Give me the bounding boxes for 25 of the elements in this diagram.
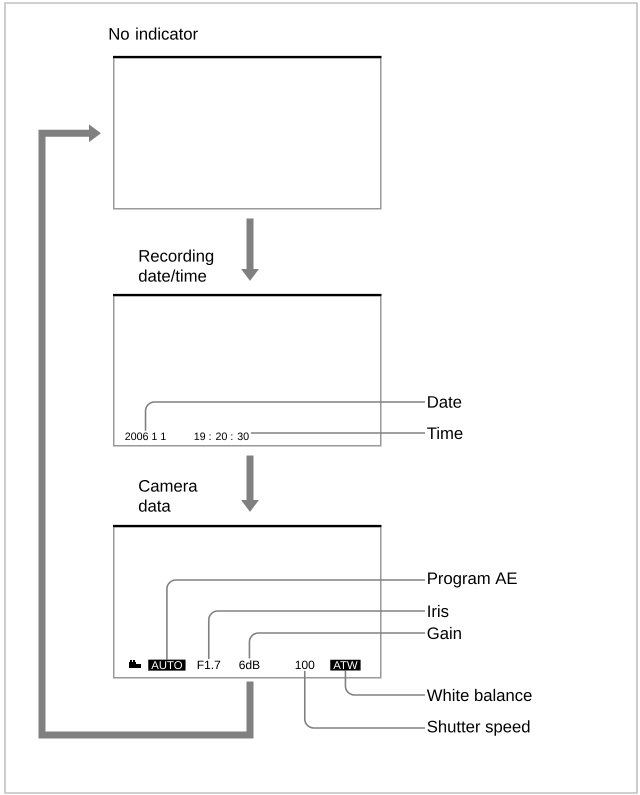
leader-line [344,670,425,696]
display-readout: F1.7 [198,660,220,669]
callout-label: Iris [428,604,448,618]
flow-arrow [38,124,254,738]
screen-heading: No indicator [110,27,198,40]
display-readout: 19 : 20 : 30 [194,432,249,440]
readout-badge: ATW [330,660,361,670]
screen-heading: Camera data [138,480,198,512]
callout-label: White balance [426,688,532,702]
callout-label: Shutter speed [428,720,530,736]
callout-label: Program AE [428,572,517,588]
screen-heading: Recording date/time [138,250,214,282]
leader-line [304,670,425,729]
leader-line [250,432,425,434]
leader-line [144,401,425,431]
readout-badge: AUTO [148,660,186,671]
leader-line [166,579,425,660]
display-readout: 100 [296,660,314,670]
leader-line [208,610,425,659]
callout-label: Gain [428,626,461,640]
display-readout: 6dB [239,660,260,670]
leader-line [248,632,425,659]
callout-label: Time [427,426,462,440]
callout-label: Date [428,396,462,408]
display-readout: 2006 1 1 [125,432,166,440]
